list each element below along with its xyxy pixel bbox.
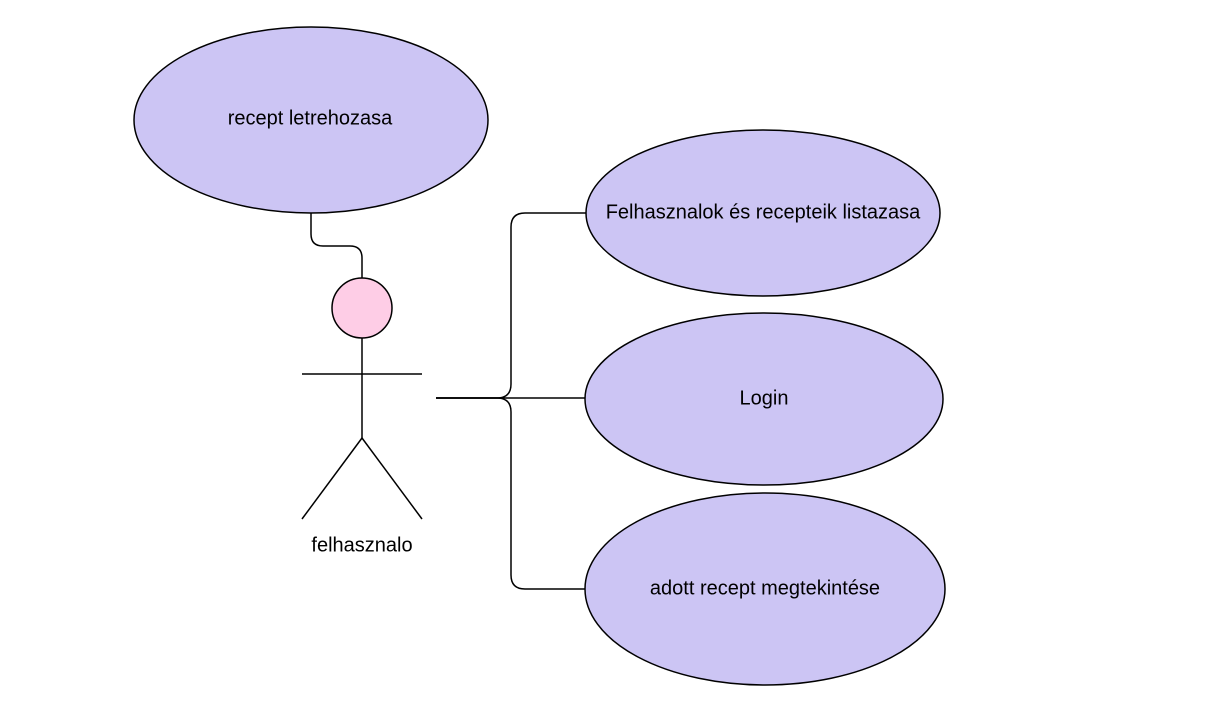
usecase-label: recept letrehozasa [228,107,393,129]
usecase-label: Felhasznalok és recepteik listazasa [606,201,921,223]
usecase-recept-letrehozasa[interactable]: recept letrehozasa [133,26,489,214]
usecase-adott-recept-megtekintese[interactable]: adott recept megtekintése [584,492,946,686]
actor-left-leg [301,437,363,520]
actor-head [331,277,393,339]
usecase-login[interactable]: Login [584,312,944,486]
usecase-ellipse [584,312,944,486]
usecase-felhasznalok-listazasa[interactable]: Felhasznalok és recepteik listazasa [585,129,941,297]
connector-actor-recept-letrehozasa [310,213,363,279]
usecase-ellipse [133,26,489,214]
usecase-label: adott recept megtekintése [650,577,880,599]
connector-actor-felhasznalok-listazasa [436,212,586,399]
actor-label: felhasznalo [311,534,412,556]
usecase-ellipse [585,129,941,297]
actor-felhasznalo[interactable]: felhasznalo [301,277,423,556]
usecase-label: Login [740,387,789,409]
actor-right-leg [361,437,423,520]
connector-actor-adott-recept [436,397,586,590]
usecase-ellipse [584,492,946,686]
